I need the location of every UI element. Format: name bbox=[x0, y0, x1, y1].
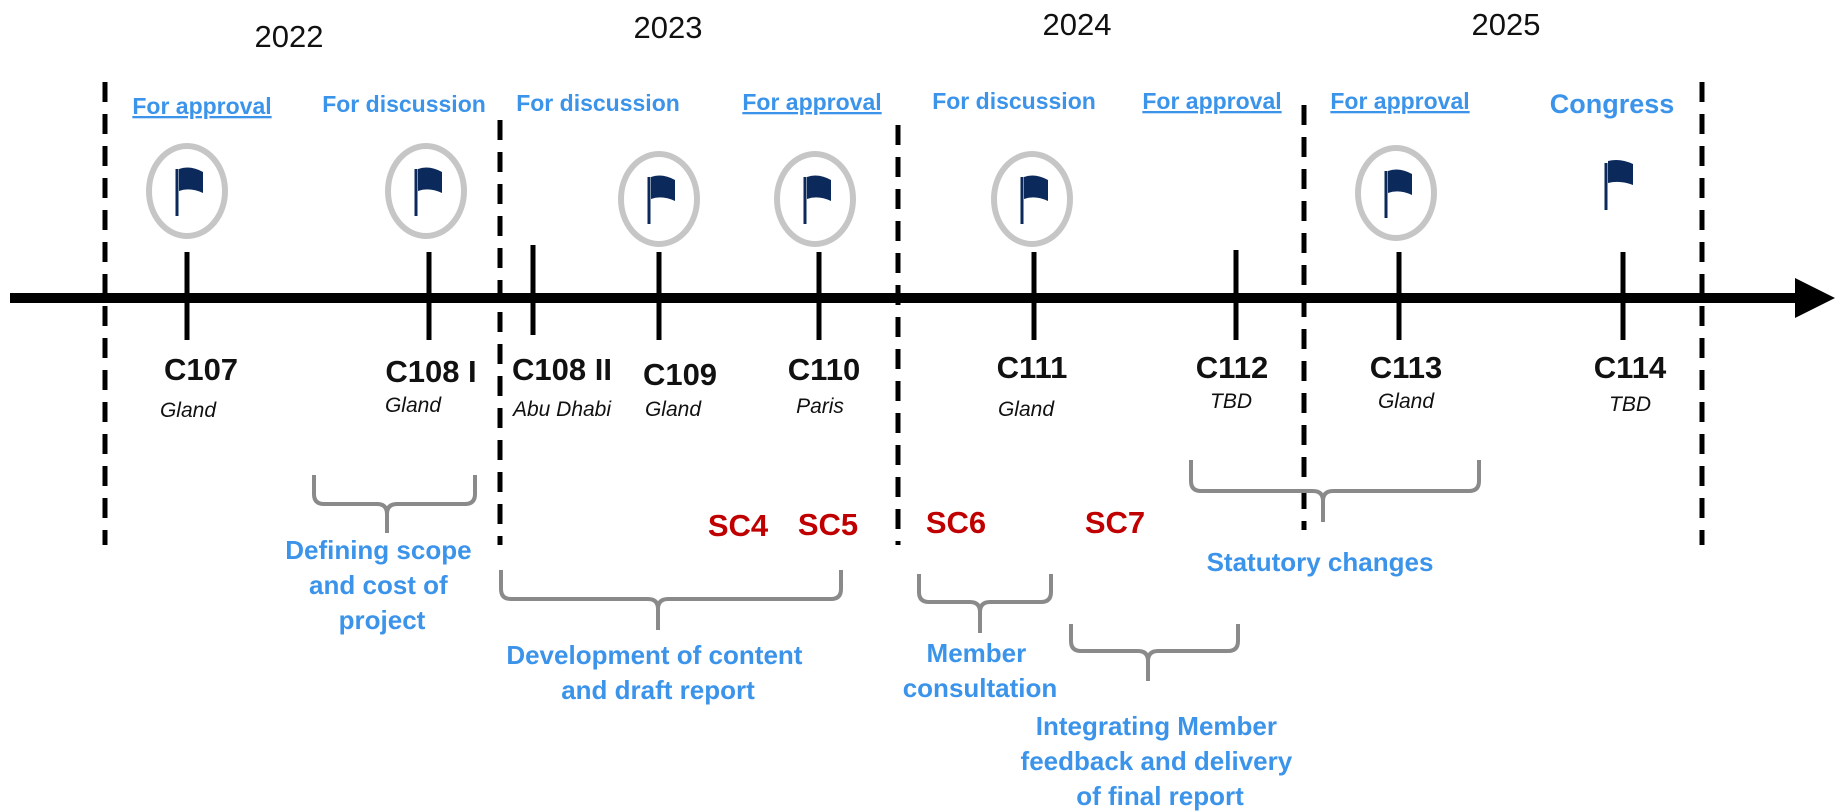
status-label-c107[interactable]: For approval bbox=[132, 93, 271, 119]
flag-icon bbox=[175, 167, 203, 216]
phase-integrating-feedback: Integrating Member feedback and delivery… bbox=[1021, 711, 1300, 811]
marker-circle bbox=[385, 143, 467, 239]
year-2024: 2024 bbox=[1043, 7, 1112, 42]
council-code-c107: C107 bbox=[164, 352, 238, 387]
marker-circle bbox=[146, 143, 228, 239]
status-label-c108-i: For discussion bbox=[322, 91, 486, 117]
flag-marker bbox=[618, 151, 700, 247]
flag-markers bbox=[146, 143, 1633, 247]
status-label-c111: For discussion bbox=[932, 88, 1096, 114]
status-label-c113[interactable]: For approval bbox=[1330, 88, 1469, 114]
flag-marker bbox=[146, 143, 228, 239]
location-c109: Gland bbox=[645, 398, 702, 421]
location-c111: Gland bbox=[998, 398, 1055, 421]
sc-label-sc6: SC6 bbox=[926, 505, 986, 540]
council-code-c111: C111 bbox=[997, 350, 1068, 385]
year-2023: 2023 bbox=[634, 10, 703, 45]
bracket-statutory-changes bbox=[1189, 460, 1481, 522]
flag-icon bbox=[414, 167, 442, 216]
phase-development: Development of content and draft report bbox=[506, 640, 809, 705]
status-label-c109: For discussion bbox=[516, 90, 680, 116]
milestone-ticks bbox=[184, 245, 1626, 340]
council-code-c112: C112 bbox=[1196, 350, 1268, 385]
location-c107: Gland bbox=[160, 399, 217, 422]
phase-brackets bbox=[312, 460, 1481, 681]
location-c114: TBD bbox=[1609, 393, 1651, 416]
flag-marker bbox=[774, 151, 856, 247]
status-label-c112[interactable]: For approval bbox=[1142, 88, 1281, 114]
location-c108-ii: Abu Dhabi bbox=[511, 398, 612, 421]
flag-marker bbox=[385, 143, 467, 239]
flag-icon bbox=[1020, 175, 1048, 224]
council-code-c114: C114 bbox=[1594, 350, 1667, 385]
marker-circle bbox=[1355, 145, 1437, 241]
year-dividers bbox=[102, 82, 1705, 545]
bracket-integrating-feedback bbox=[1069, 624, 1240, 681]
phase-statutory-changes: Statutory changes bbox=[1207, 547, 1434, 577]
council-code-c108-ii: C108 II bbox=[512, 352, 612, 387]
flag-icon bbox=[803, 175, 831, 224]
bracket-member-consultation bbox=[917, 574, 1053, 633]
sc-label-sc7: SC7 bbox=[1085, 505, 1145, 540]
location-c110: Paris bbox=[796, 395, 844, 418]
flag-marker bbox=[991, 151, 1073, 247]
year-2022: 2022 bbox=[255, 19, 324, 54]
council-code-c110: C110 bbox=[788, 352, 860, 387]
council-code-c113: C113 bbox=[1370, 350, 1442, 385]
flag-marker bbox=[1355, 145, 1437, 241]
council-code-c109: C109 bbox=[643, 357, 717, 392]
flag-icon bbox=[1604, 160, 1633, 210]
marker-circle bbox=[774, 151, 856, 247]
location-c108-i: Gland bbox=[385, 394, 442, 417]
flag-icon bbox=[647, 175, 675, 224]
location-c112: TBD bbox=[1210, 390, 1252, 413]
status-label-c110[interactable]: For approval bbox=[742, 89, 881, 115]
bracket-development bbox=[499, 570, 843, 630]
bracket-defining-scope bbox=[312, 475, 477, 533]
sc-label-sc4: SC4 bbox=[708, 508, 769, 543]
location-c113: Gland bbox=[1378, 390, 1435, 413]
year-2025: 2025 bbox=[1472, 7, 1541, 42]
flag-marker bbox=[1604, 160, 1633, 210]
flag-icon bbox=[1384, 169, 1412, 218]
marker-circle bbox=[618, 151, 700, 247]
status-label-c114: Congress bbox=[1550, 89, 1675, 119]
council-code-c108-i: C108 I bbox=[385, 354, 476, 389]
phase-member-consultation: Member consultation bbox=[903, 638, 1058, 703]
phase-defining-scope: Defining scope and cost of project bbox=[285, 535, 479, 635]
arrow-head-icon bbox=[1795, 278, 1835, 318]
sc-label-sc5: SC5 bbox=[798, 507, 858, 542]
marker-circle bbox=[991, 151, 1073, 247]
